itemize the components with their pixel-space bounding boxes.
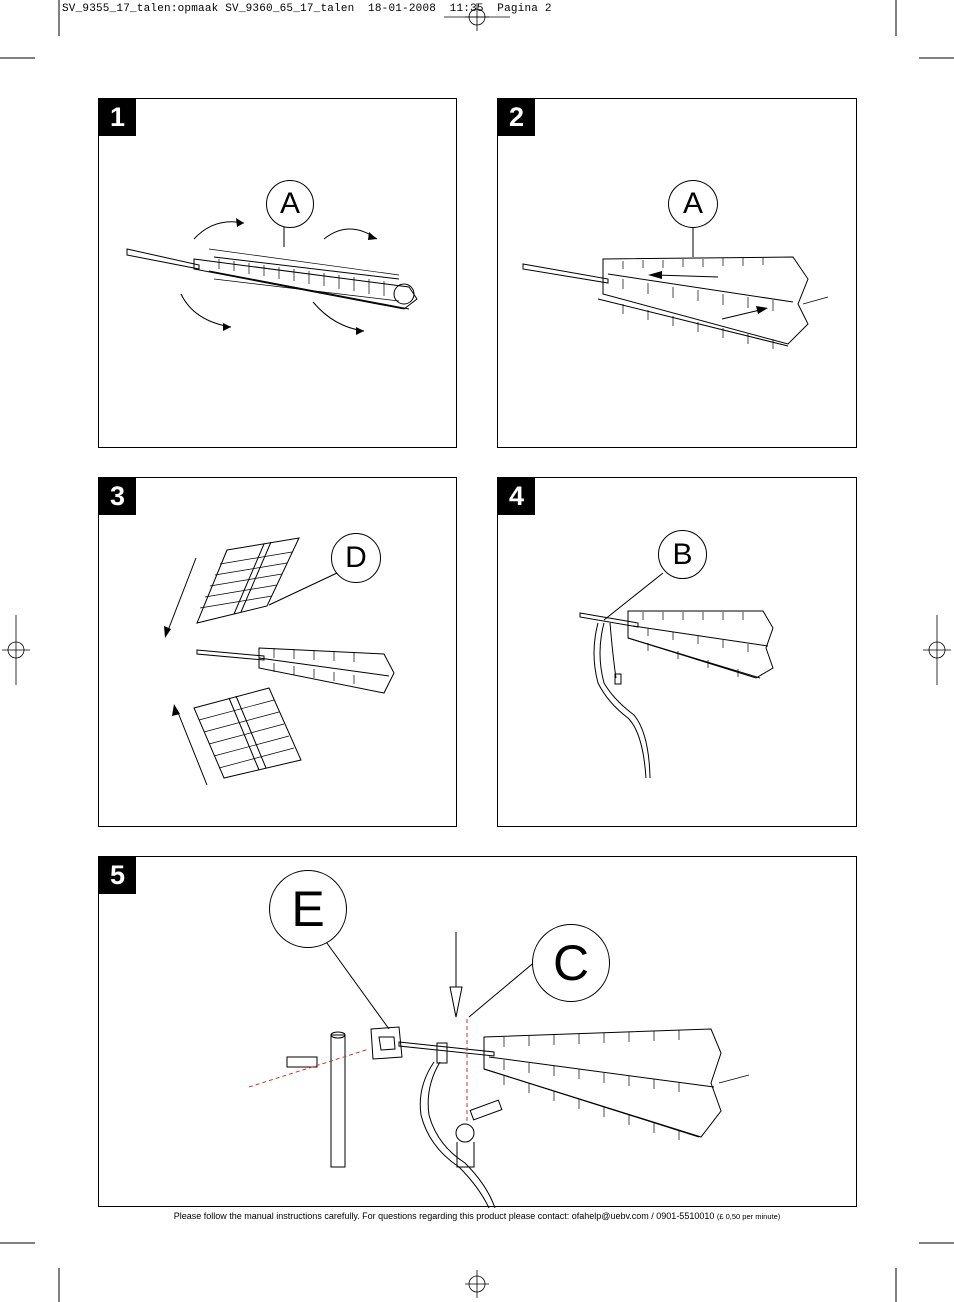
registration-marks <box>2 3 951 1298</box>
callout-a: A <box>266 180 314 228</box>
step-3-illustration <box>164 537 395 786</box>
step-number-badge: 1 <box>99 99 136 136</box>
callout-b: B <box>658 530 707 579</box>
footer-text: Please follow the manual instructions ca… <box>173 1211 715 1221</box>
callout-e: E <box>269 870 347 948</box>
print-slug-line: SV_9355_17_talen:opmaak SV_9360_65_17_ta… <box>62 3 552 15</box>
callout-c: C <box>532 924 610 1002</box>
step-number-badge: 5 <box>99 857 136 894</box>
step-4-illustration <box>579 572 774 779</box>
step-4-panel: 4 B <box>497 477 857 827</box>
step-5-panel: 5 <box>98 856 857 1208</box>
step-1-panel: 1 A <box>98 98 457 448</box>
step-number-badge: 3 <box>99 478 136 515</box>
step-3-panel: 3 D <box>98 477 457 827</box>
footer-support-note: Please follow the manual instructions ca… <box>0 1211 954 1221</box>
step-2-panel: 2 A <box>497 98 857 448</box>
step-1-illustration <box>126 218 418 335</box>
callout-a: A <box>668 180 718 228</box>
step-5-illustration <box>248 932 750 1208</box>
callout-d: D <box>331 533 381 583</box>
step-number-badge: 4 <box>498 478 535 515</box>
footer-rate: (£ 0,50 per minute) <box>716 1212 781 1221</box>
step-2-illustration <box>522 226 829 349</box>
step-number-badge: 2 <box>498 99 535 136</box>
